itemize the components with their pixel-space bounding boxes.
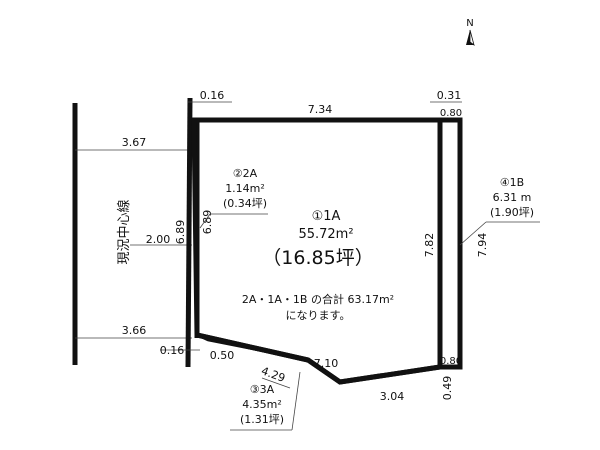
total-note-line1: 2A・1A・1B の合計 63.17m² [242, 292, 394, 306]
bottom-small-label: 0.50 [210, 349, 235, 362]
center-line-label: 現況中心線 [116, 199, 132, 264]
parcel-3a-label: ③3A [250, 383, 275, 396]
parcel-1a-area: 55.72m² [298, 227, 353, 242]
parcel-3a-area: 4.35m² [242, 398, 282, 411]
left-side-inner-label: 6.89 [201, 210, 214, 235]
total-note-line2: になります。 [286, 309, 351, 322]
strip-width-bottom-label: 0.80 [440, 356, 462, 367]
dist-middle-label: 2.00 [146, 233, 171, 246]
parcel-1b-tsubo: (1.90坪) [490, 206, 534, 219]
parcel-3a-tsubo: (1.31坪) [240, 413, 284, 426]
parcel-1b-label: ④1B [500, 176, 524, 189]
parcel-2a-area: 1.14m² [225, 182, 265, 195]
north-label: N [466, 18, 473, 29]
strip-width-top-label: 0.80 [440, 108, 462, 119]
north-arrow-icon [466, 29, 475, 47]
parcel-1b-area: 6.31 m [493, 191, 532, 204]
top-width-label: 7.34 [308, 103, 333, 116]
strip-1b-boundary [440, 117, 463, 370]
bottom-right-label: 3.04 [380, 390, 405, 403]
top-right-offset-label: 0.31 [437, 89, 462, 102]
slant-upper-label: 7.10 [314, 357, 339, 370]
parcel-2a-tsubo: (0.34坪) [223, 197, 267, 210]
left-side-label: 6.89 [174, 220, 187, 245]
dist-upper-label: 3.67 [122, 136, 147, 149]
strip-2a-outer-edge [185, 97, 193, 368]
top-left-offset-label: 0.16 [200, 89, 225, 102]
right-inner-label: 7.82 [423, 233, 436, 258]
bottom-right-offset-label: 0.49 [441, 376, 454, 401]
dist-lower-label: 3.66 [122, 324, 147, 337]
parcel-2a-label: ②2A [233, 167, 258, 180]
parcel-1a-label: ①1A [312, 209, 341, 224]
bottom-left-offset-label: 0.16 [160, 344, 185, 357]
parcel-1a-tsubo: （16.85坪） [262, 247, 373, 269]
right-outer-label: 7.94 [476, 233, 489, 258]
parcel-3a-boundary [196, 332, 441, 385]
